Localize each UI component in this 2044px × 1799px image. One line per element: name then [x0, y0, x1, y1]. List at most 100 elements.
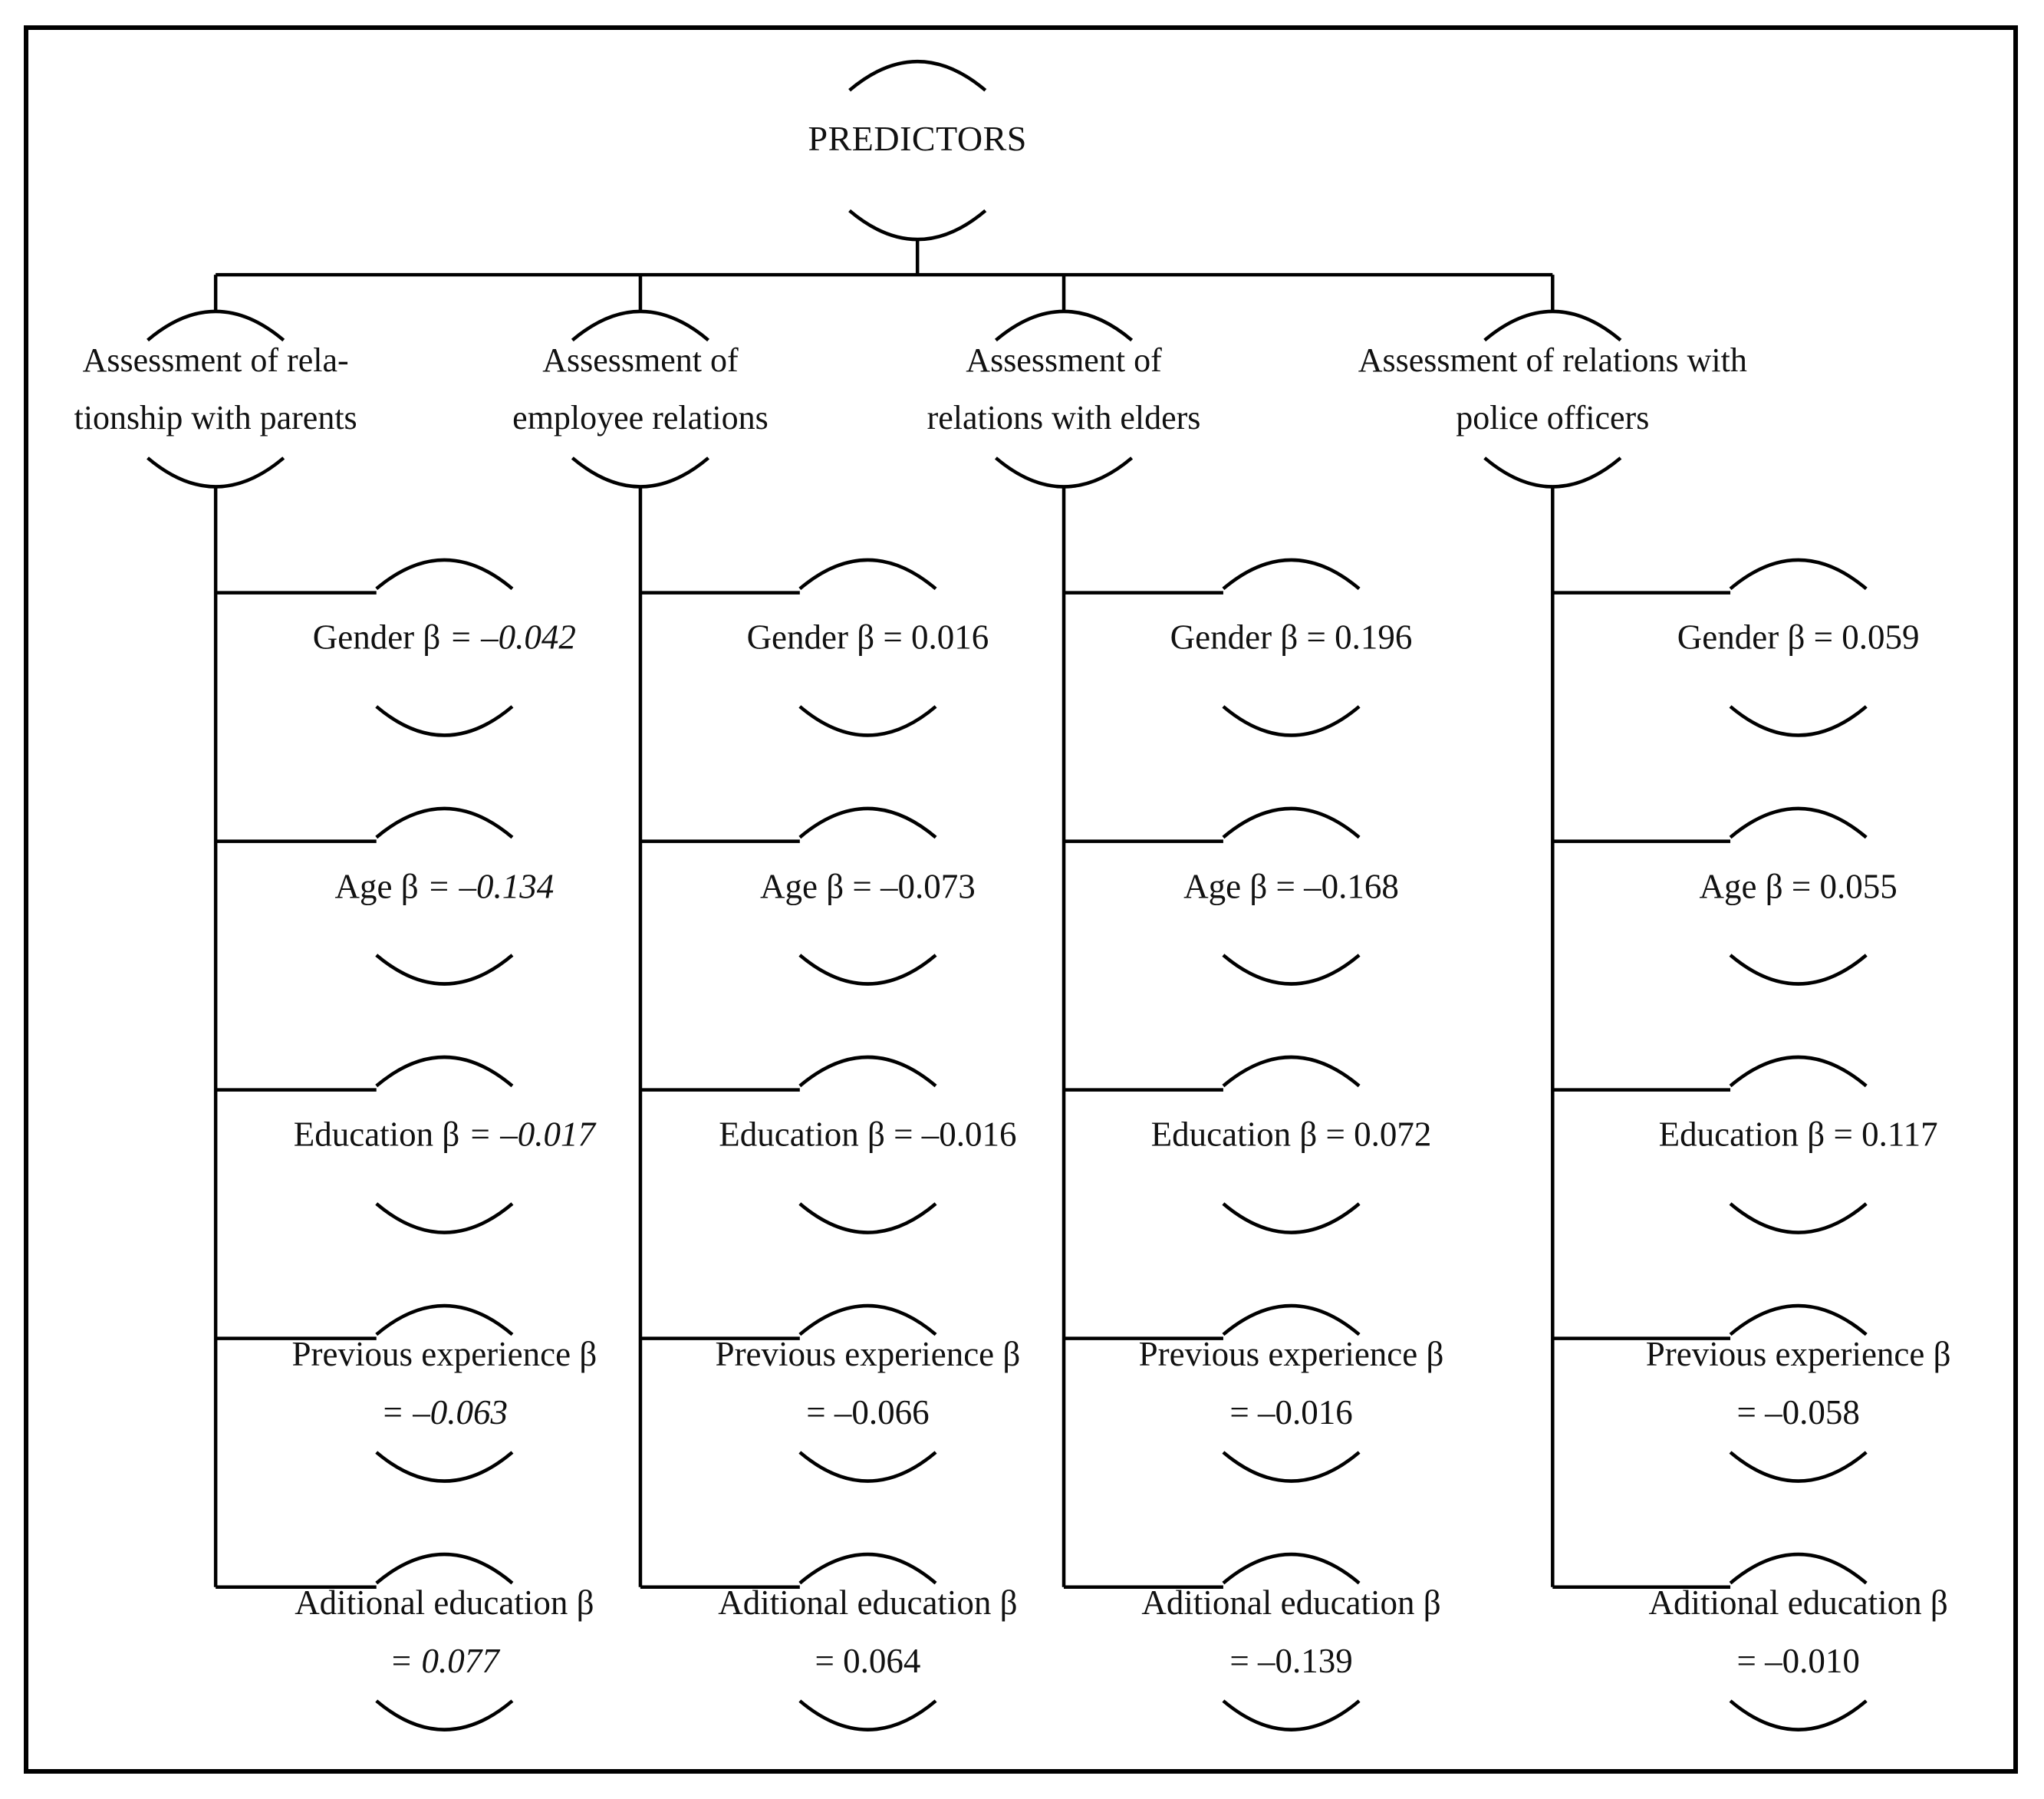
predictor-node-bottom-arc — [798, 1202, 937, 1234]
predictor-node-bottom-arc — [1222, 954, 1361, 986]
predictor-node-top-arc — [375, 558, 514, 591]
predictor-value: = 0.055 — [1782, 867, 1898, 906]
predictor-value: = –0.134 — [418, 867, 555, 906]
category-4-label-line-1: Assessment of relations with — [1358, 341, 1747, 379]
predictor-node-top-arc — [375, 806, 514, 839]
predictor-node-top-arc — [1222, 1552, 1361, 1585]
predictor-label: Education β = –0.017 — [294, 1117, 595, 1152]
predictor-label: Age β = 0.055 — [1699, 867, 1898, 906]
predictor-label: Previous experience β= –0.063 — [291, 1325, 597, 1442]
category-1-label-line-1: Assessment of rela- — [82, 341, 349, 379]
predictor-name: Previous experience β — [1645, 1334, 1951, 1373]
predictor-node-top-arc — [375, 1303, 514, 1336]
predictor-label: Education β = 0.117 — [1659, 1117, 1938, 1152]
category-4-node-bottom-arc — [1483, 456, 1622, 489]
predictor-label: Aditional education β = –0.010 — [1648, 1573, 1947, 1690]
predictor-name: Previous experience β — [1138, 1334, 1444, 1373]
predictor-name: Age β — [334, 867, 419, 906]
predictor-node-bottom-arc — [375, 1202, 514, 1234]
predictor-node-top-arc — [1222, 1303, 1361, 1336]
category-1-node-bottom-arc — [146, 456, 285, 489]
predictor-name: Education β — [293, 1115, 460, 1154]
predictor-value: = –0.016 — [1229, 1392, 1353, 1432]
predictor-name: Aditional education β — [1141, 1583, 1441, 1622]
predictor-node-top-arc — [1222, 806, 1361, 839]
predictor-node-bottom-arc — [1222, 1202, 1361, 1234]
predictor-label: Gender β = 0.059 — [1677, 620, 1920, 654]
predictor-node-top-arc — [1729, 806, 1868, 839]
predictor-value: = 0.064 — [815, 1641, 921, 1680]
predictor-label: Aditional education β = 0.064 — [718, 1573, 1017, 1690]
predictor-name: Previous experience β — [715, 1334, 1021, 1373]
predictor-node-top-arc — [1729, 558, 1868, 591]
category-1-label-line-2: tionship with parents — [74, 398, 357, 437]
predictor-name: Aditional education β — [1648, 1583, 1948, 1622]
predictor-node-top-arc — [375, 1552, 514, 1585]
predictor-value: = 0.077 — [389, 1641, 499, 1680]
predictor-name: Age β — [1699, 867, 1783, 906]
predictor-value: = 0.016 — [874, 618, 989, 657]
category-4-node-top-arc — [1483, 309, 1622, 342]
category-3-label-line-2: relations with elders — [927, 398, 1201, 437]
predictor-node-top-arc — [798, 558, 937, 591]
predictor-name: Gender β — [1170, 618, 1298, 657]
predictor-name: Age β — [760, 867, 844, 906]
predictor-label: Previous experience β = –0.058 — [1646, 1325, 1951, 1442]
predictor-label: Gender β = 0.016 — [747, 620, 989, 654]
predictor-name: Gender β — [312, 618, 441, 657]
predictor-value: = –0.073 — [844, 867, 976, 906]
predictor-name: Education β — [1150, 1115, 1318, 1154]
category-3-node-bottom-arc — [994, 456, 1134, 489]
predictor-name: Aditional education β — [718, 1583, 1018, 1622]
predictor-label: Previous experience β = –0.066 — [716, 1325, 1021, 1442]
predictor-node-top-arc — [1222, 1055, 1361, 1088]
predictor-name: Education β — [719, 1115, 885, 1154]
category-3-label-line-1: Assessment of — [966, 341, 1162, 379]
predictor-node-bottom-arc — [1729, 1699, 1868, 1731]
predictor-node-bottom-arc — [798, 705, 937, 737]
predictor-value: = 0.059 — [1805, 618, 1920, 657]
category-1-node-top-arc — [146, 309, 285, 342]
predictor-value: = –0.063 — [380, 1392, 509, 1432]
predictor-node-bottom-arc — [375, 954, 514, 986]
predictor-node-bottom-arc — [1729, 705, 1868, 737]
predictor-node-top-arc — [1729, 1303, 1868, 1336]
predictor-label: Aditional education β= 0.077 — [295, 1573, 594, 1690]
category-3-node-top-arc — [994, 309, 1134, 342]
diagram-frame — [24, 25, 2018, 1774]
category-2-label-line-1: Assessment of — [542, 341, 739, 379]
predictor-node-top-arc — [798, 1303, 937, 1336]
predictor-value: = –0.016 — [884, 1115, 1017, 1154]
predictor-value: = 0.196 — [1298, 618, 1413, 657]
category-3-label: Assessment of relations with elders — [927, 331, 1201, 446]
predictor-label: Education β = 0.072 — [1151, 1117, 1432, 1152]
root-node-label: PREDICTORS — [808, 118, 1027, 158]
predictor-label: Gender β = 0.196 — [1170, 620, 1413, 654]
predictor-value: = –0.017 — [459, 1115, 595, 1154]
predictor-node-bottom-arc — [798, 1699, 937, 1731]
predictor-name: Age β — [1183, 867, 1268, 906]
predictor-label: Aditional education β= –0.139 — [1141, 1573, 1440, 1690]
predictor-node-top-arc — [375, 1055, 514, 1088]
predictor-node-top-arc — [1729, 1055, 1868, 1088]
predictor-node-bottom-arc — [1222, 1451, 1361, 1483]
predictor-node-bottom-arc — [1729, 1451, 1868, 1483]
predictor-value: = –0.066 — [806, 1392, 930, 1432]
predictor-value: = –0.010 — [1736, 1641, 1860, 1680]
predictor-node-bottom-arc — [1729, 1202, 1868, 1234]
predictor-node-bottom-arc — [375, 1699, 514, 1731]
category-2-node-top-arc — [571, 309, 710, 342]
predictor-label: Age β = –0.073 — [760, 867, 976, 906]
predictor-node-top-arc — [798, 1552, 937, 1585]
root-node-top-arc — [848, 60, 987, 92]
predictor-node-bottom-arc — [375, 1451, 514, 1483]
predictor-node-bottom-arc — [798, 954, 937, 986]
predictor-value: = –0.058 — [1736, 1392, 1860, 1432]
predictor-name: Education β — [1658, 1115, 1825, 1154]
predictor-node-bottom-arc — [375, 705, 514, 737]
root-node-bottom-arc — [848, 209, 987, 242]
